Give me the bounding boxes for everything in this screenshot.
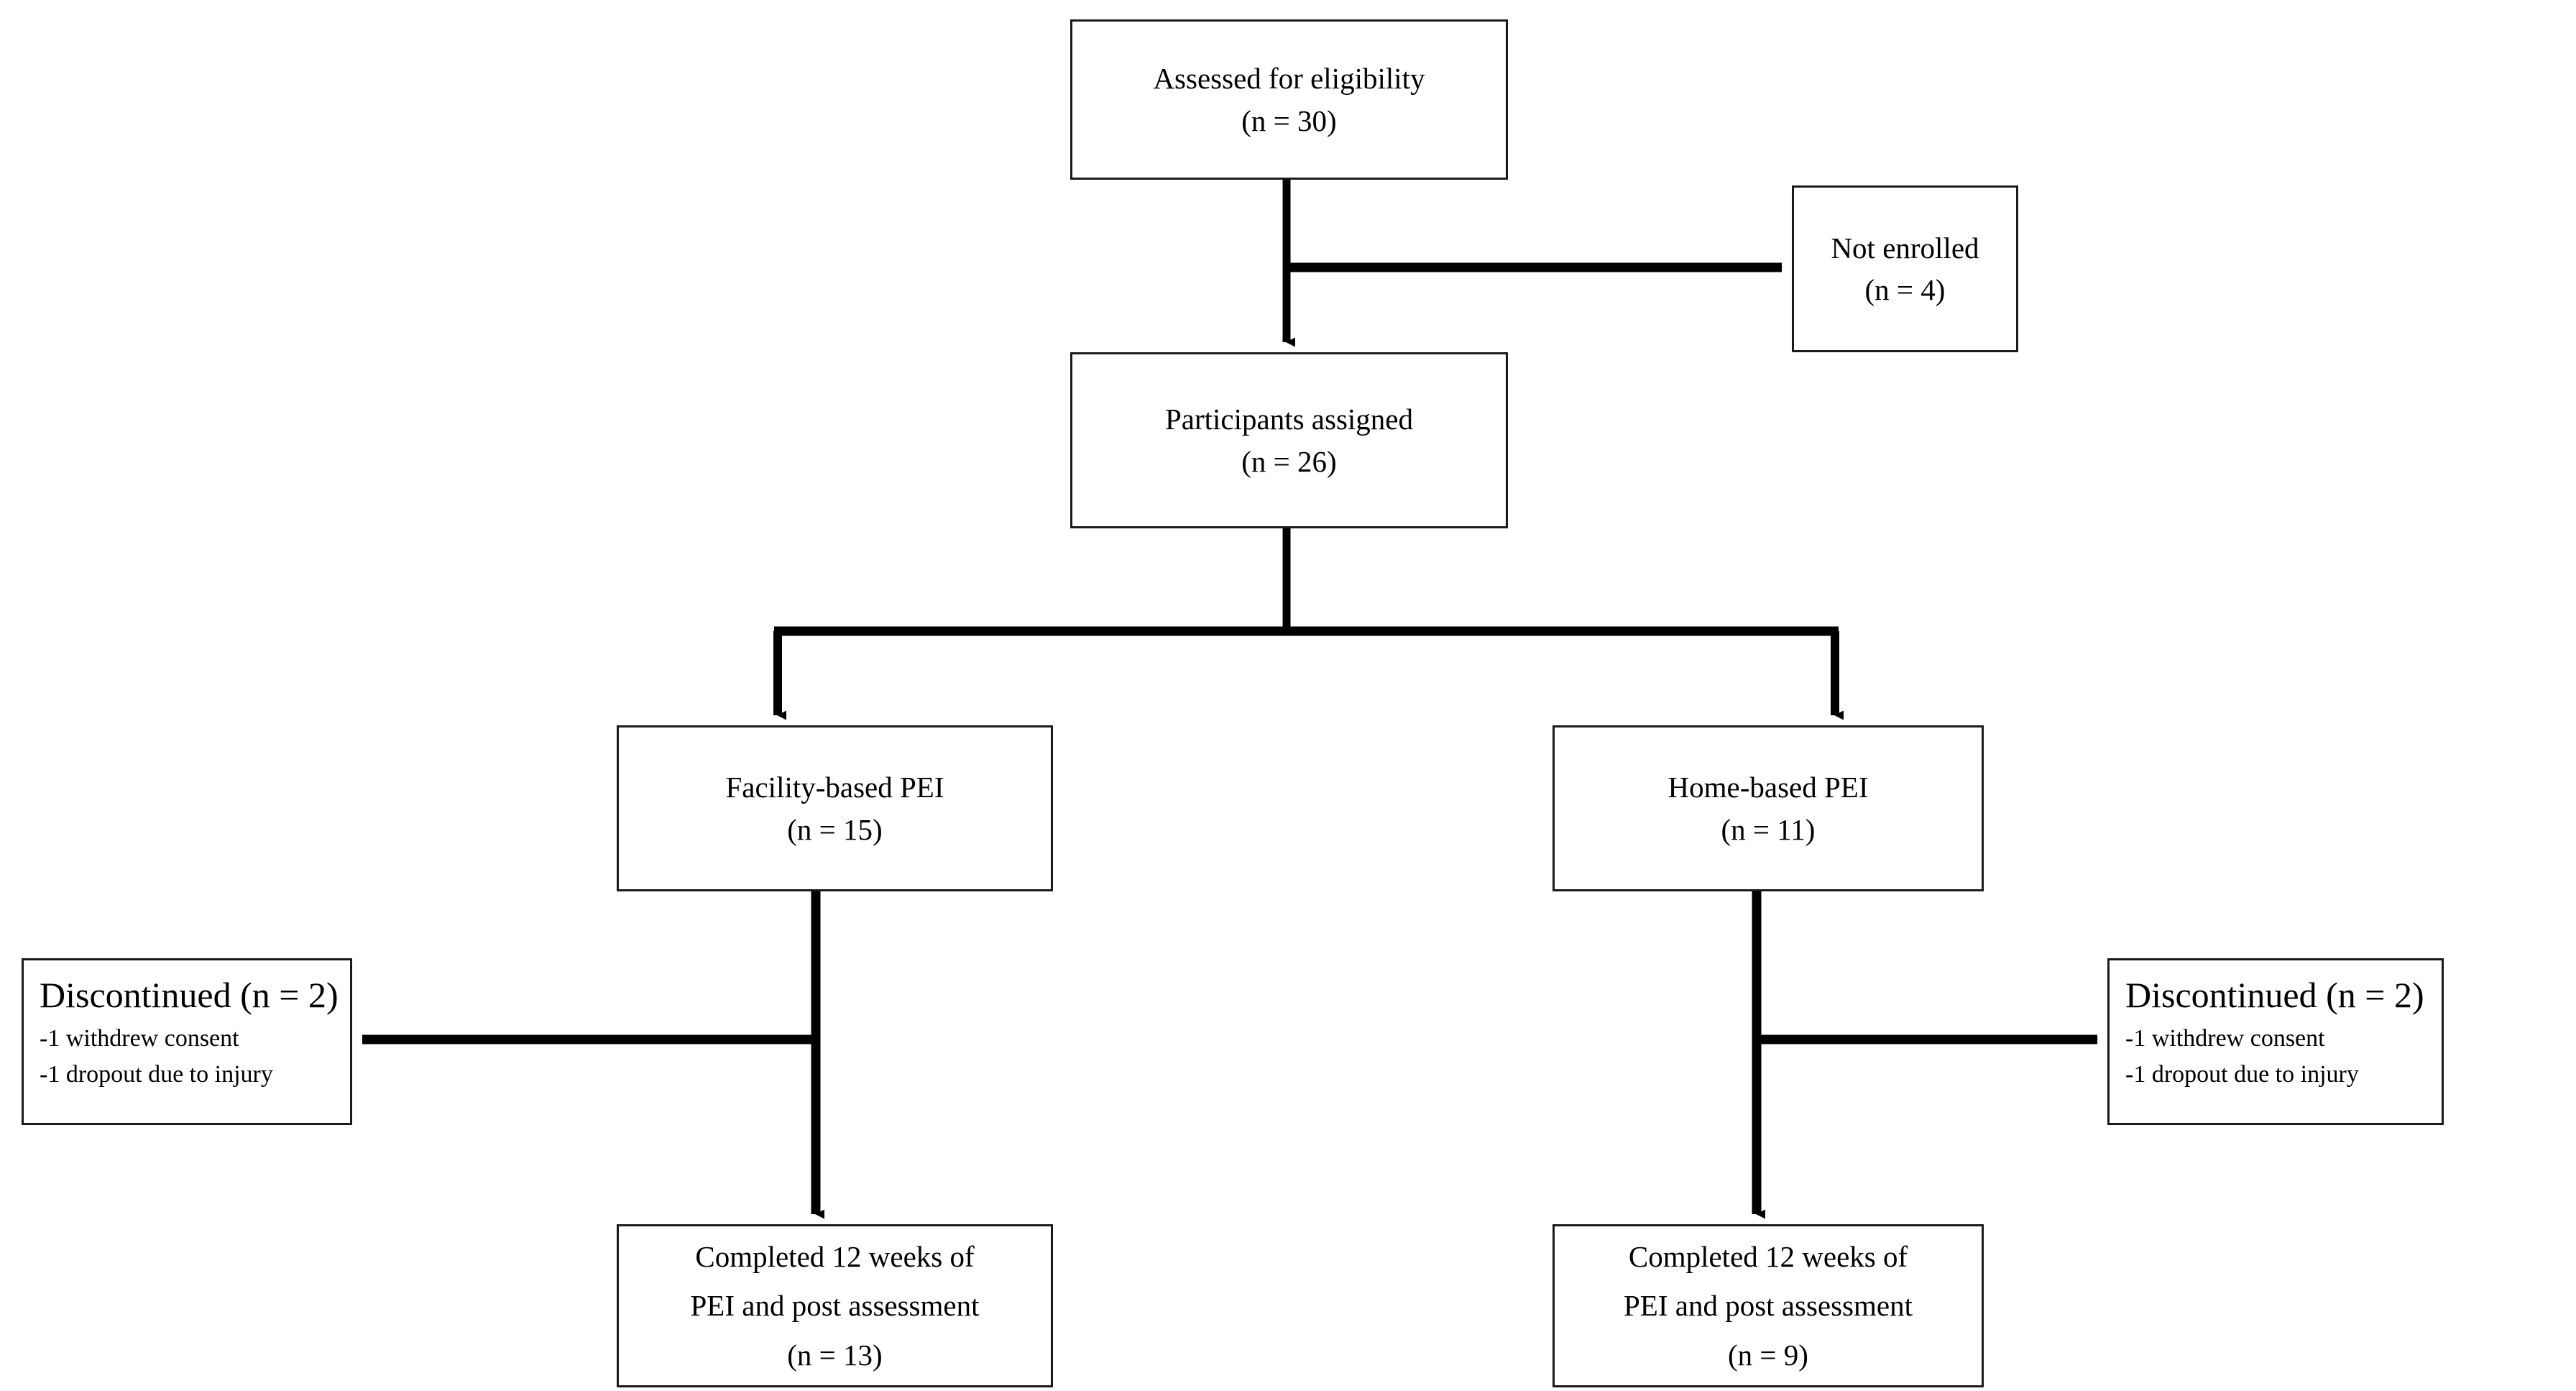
- node-discontinued-home-title: Discontinued (n = 2): [2125, 975, 2424, 1015]
- node-participants-assigned: Participants assigned (n = 26): [1070, 352, 1508, 528]
- node-discontinued-facility-reason-2: -1 dropout due to injury: [40, 1061, 273, 1088]
- node-completed-facility-line-2: PEI and post assessment: [690, 1289, 980, 1323]
- node-completed-home-count: (n = 9): [1728, 1338, 1808, 1372]
- node-not-enrolled-count: (n = 4): [1864, 273, 1946, 306]
- node-discontinued-facility-title: Discontinued (n = 2): [40, 975, 339, 1015]
- node-discontinued-home: Discontinued (n = 2) -1 withdrew consent…: [2107, 958, 2444, 1125]
- node-facility-based-pei: Facility-based PEI (n = 15): [617, 725, 1053, 891]
- node-completed-home-line-2: PEI and post assessment: [1624, 1289, 1913, 1323]
- edge-assigned-fork: [773, 528, 1844, 720]
- node-home-based-pei: Home-based PEI (n = 11): [1552, 725, 1984, 891]
- node-assessed-label: Assessed for eligibility: [1153, 62, 1425, 96]
- node-completed-facility-line-1: Completed 12 weeks of: [695, 1240, 975, 1274]
- node-discontinued-facility: Discontinued (n = 2) -1 withdrew consent…: [22, 958, 352, 1125]
- node-discontinued-home-reason-1: -1 withdrew consent: [2125, 1025, 2325, 1052]
- node-completed-home: Completed 12 weeks of PEI and post asses…: [1552, 1224, 1984, 1387]
- node-assigned-label: Participants assigned: [1164, 403, 1414, 436]
- node-assessed-count: (n = 30): [1241, 104, 1337, 137]
- node-facility-label: Facility-based PEI: [725, 771, 944, 804]
- node-facility-count: (n = 15): [787, 812, 883, 846]
- node-not-enrolled-label: Not enrolled: [1831, 231, 1979, 265]
- node-completed-home-line-1: Completed 12 weeks of: [1628, 1240, 1908, 1274]
- node-completed-facility-count: (n = 13): [787, 1338, 883, 1372]
- node-discontinued-facility-reason-1: -1 withdrew consent: [40, 1025, 239, 1052]
- node-assessed-for-eligibility: Assessed for eligibility (n = 30): [1070, 19, 1508, 180]
- node-home-label: Home-based PEI: [1668, 771, 1869, 804]
- node-assigned-count: (n = 26): [1241, 444, 1337, 478]
- node-home-count: (n = 11): [1721, 812, 1816, 846]
- node-completed-facility: Completed 12 weeks of PEI and post asses…: [617, 1224, 1053, 1387]
- node-not-enrolled: Not enrolled (n = 4): [1792, 185, 2018, 352]
- node-discontinued-home-reason-2: -1 dropout due to injury: [2125, 1061, 2359, 1088]
